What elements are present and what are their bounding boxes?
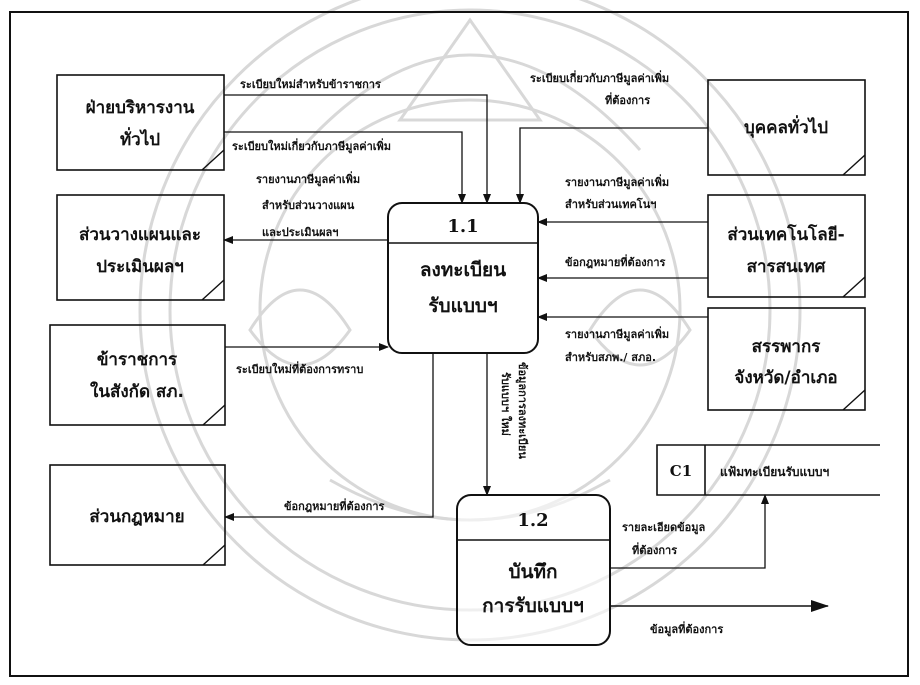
- entity-legal: ส่วนกฎหมาย: [49, 464, 226, 566]
- entity-revenue-line1: สรรพากร: [752, 337, 822, 357]
- entity-officials: ข้าราชการ ในสังกัด สภ.: [49, 324, 226, 426]
- flow-admin-rule-official: [224, 94, 491, 204]
- process-1-1: 1.1 ลงทะเบียน รับแบบฯ: [387, 202, 539, 354]
- entity-officials-line2: ในสังกัด สภ.: [90, 381, 184, 402]
- process-1-2-line1: บันทึก: [508, 561, 557, 583]
- flow-revenue-report-l2: สำหรับสภพ./ สภอ.: [565, 351, 656, 364]
- flow-legal-needed: [224, 353, 434, 521]
- flow-admin-rule-vat-label: ระเบียบใหม่เกี่ยวกับภาษีมูลค่าเพิ่ม: [232, 138, 391, 154]
- entity-public-line1: บุคคลทั่วไป: [744, 115, 828, 138]
- flow-it-report-l2: สำหรับส่วนเทคโนฯ: [565, 197, 656, 211]
- flow-it-report-l1: รายงานภาษีมูลค่าเพิ่ม: [565, 174, 669, 190]
- datastore-c1-label: แฟ้มทะเบียนรับแบบฯ: [720, 465, 829, 479]
- entity-revenue: สรรพากร จังหวัด/อำเภอ: [707, 307, 866, 411]
- process-1-1-line1: ลงทะเบียน: [420, 259, 506, 281]
- flow-planning-report-l2: สำหรับส่วนวางแผน: [262, 199, 355, 212]
- flow-admin-rule-vat: [224, 131, 466, 204]
- flow-p1-p2-l1: ข้อมูลการลงทะเบียน: [515, 362, 529, 459]
- entity-planning: ส่วนวางแผนและ ประเมินผลฯ: [56, 194, 225, 301]
- flow-public-rule: [516, 127, 708, 204]
- entity-it-line1: ส่วนเทคโนโลยี-: [727, 224, 844, 245]
- flow-planning-report-l3: และประเมินผลฯ: [262, 226, 338, 239]
- entity-planning-line1: ส่วนวางแผนและ: [79, 225, 201, 245]
- flow-p2-store: [610, 494, 769, 569]
- flow-revenue-report-l1: รายงานภาษีมูลค่าเพิ่ม: [565, 326, 669, 342]
- entity-admin-line1: ฝ่ายบริหารงาน: [86, 98, 195, 118]
- entity-it: ส่วนเทคโนโลยี- สารสนเทศ: [707, 194, 866, 298]
- entity-it-line2: สารสนเทศ: [747, 257, 827, 277]
- process-1-2-id: 1.2: [517, 510, 548, 531]
- process-1-2: 1.2 บันทึก การรับแบบฯ: [456, 494, 611, 646]
- flow-p2-store-l1: รายละเอียดข้อมูล: [622, 521, 706, 535]
- entity-revenue-line2: จังหวัด/อำเภอ: [734, 368, 837, 388]
- process-1-1-id: 1.1: [447, 216, 478, 237]
- entity-officials-line1: ข้าราชการ: [97, 350, 178, 370]
- flow-legal-needed-label: ข้อกฎหมายที่ต้องการ: [284, 498, 385, 513]
- flow-p2-store-l2: ที่ต้องการ: [632, 542, 677, 557]
- flow-officials-rule-label: ระเบียบใหม่ที่ต้องการทราบ: [236, 361, 363, 376]
- diagram-frame: [9, 11, 909, 677]
- flow-admin-rule-official-label: ระเบียบใหม่สำหรับข้าราชการ: [240, 77, 381, 91]
- flow-public-rule-l1: ระเบียบเกี่ยวกับภาษีมูลค่าเพิ่ม: [530, 70, 669, 86]
- entity-planning-line2: ประเมินผลฯ: [96, 257, 184, 277]
- entity-legal-line1: ส่วนกฎหมาย: [89, 507, 184, 527]
- flow-planning-report-l1: รายงานภาษีมูลค่าเพิ่ม: [256, 171, 360, 187]
- process-1-2-line2: การรับแบบฯ: [482, 595, 584, 617]
- datastore-c1: C1 แฟ้มทะเบียนรับแบบฯ: [656, 444, 880, 496]
- entity-admin: ฝ่ายบริหารงาน ทั่วไป: [56, 74, 225, 171]
- entity-admin-line2: ทั่วไป: [120, 127, 160, 150]
- process-1-1-line2: รับแบบฯ: [428, 295, 497, 317]
- datastore-c1-id: C1: [670, 462, 692, 480]
- flow-p1-p2-l2: รับแบบฯ ใหม่: [499, 372, 513, 436]
- flow-p2-out-label: ข้อมูลที่ต้องการ: [650, 621, 723, 637]
- flow-it-legal-label: ข้อกฎหมายที่ต้องการ: [565, 254, 666, 269]
- flow-public-rule-l2: ที่ต้องการ: [605, 92, 650, 107]
